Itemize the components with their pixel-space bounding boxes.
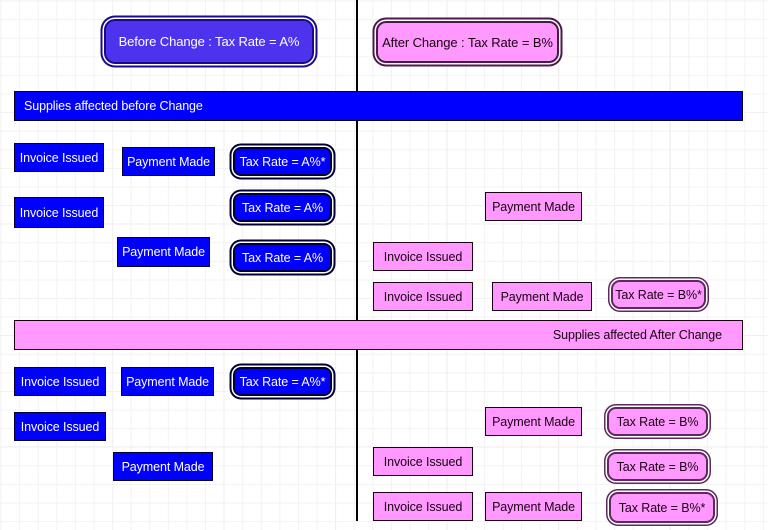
- before-left-row1-invoice-label: Invoice Issued: [19, 150, 99, 165]
- after-left-row1-payment[interactable]: Payment Made: [121, 367, 214, 396]
- before-left-row1-invoice[interactable]: Invoice Issued: [14, 143, 104, 172]
- after-right-row2-invoice-label: Invoice Issued: [383, 454, 463, 469]
- vertical-divider-bottom: [356, 349, 358, 521]
- before-left-row2-tax[interactable]: Tax Rate = A%: [233, 193, 332, 222]
- after-right-row3-tax[interactable]: Tax Rate = B%*: [609, 492, 715, 523]
- before-left-row3-tax-label: Tax Rate = A%: [241, 250, 324, 265]
- after-right-row1-payment-label: Payment Made: [492, 414, 575, 429]
- title-before-change-label: Before Change : Tax Rate = A%: [118, 34, 300, 49]
- before-right-row3-invoice[interactable]: Invoice Issued: [373, 282, 473, 311]
- after-right-row1-tax[interactable]: Tax Rate = B%: [607, 407, 708, 436]
- after-right-row3-tax-label: Tax Rate = B%*: [618, 500, 706, 515]
- after-left-row1-tax-label: Tax Rate = A%*: [239, 374, 326, 389]
- after-right-row2-tax[interactable]: Tax Rate = B%: [607, 452, 708, 481]
- after-right-row2-invoice[interactable]: Invoice Issued: [373, 447, 473, 476]
- before-right-row2-invoice[interactable]: Invoice Issued: [373, 242, 473, 271]
- after-right-row2-tax-label: Tax Rate = B%: [616, 459, 699, 474]
- before-right-row3-tax-label: Tax Rate = B%*: [615, 287, 702, 302]
- after-right-row3-invoice-label: Invoice Issued: [383, 499, 463, 514]
- title-after-change-label: After Change : Tax Rate = B%: [382, 34, 553, 50]
- after-right-row3-payment-label: Payment Made: [492, 499, 575, 514]
- after-left-row2-invoice-label: Invoice Issued: [20, 419, 100, 434]
- before-right-row3-payment[interactable]: Payment Made: [492, 282, 592, 311]
- after-left-row3-payment-label: Payment Made: [121, 459, 205, 474]
- before-right-row1-payment[interactable]: Payment Made: [485, 192, 582, 221]
- title-after-change[interactable]: After Change : Tax Rate = B%: [376, 21, 559, 63]
- banner-before-label: Supplies affected before Change: [24, 99, 203, 113]
- after-left-row3-payment[interactable]: Payment Made: [113, 452, 213, 481]
- before-left-row2-invoice[interactable]: Invoice Issued: [14, 197, 104, 228]
- banner-supplies-before-change[interactable]: Supplies affected before Change: [14, 91, 743, 121]
- after-right-row1-payment[interactable]: Payment Made: [485, 407, 582, 436]
- after-left-row1-payment-label: Payment Made: [126, 374, 209, 389]
- before-left-row1-payment-label: Payment Made: [127, 154, 210, 169]
- title-before-change[interactable]: Before Change : Tax Rate = A%: [104, 19, 314, 64]
- before-left-row1-tax[interactable]: Tax Rate = A%*: [233, 147, 332, 176]
- before-left-row3-payment-label: Payment Made: [122, 245, 205, 259]
- before-left-row1-payment[interactable]: Payment Made: [122, 147, 215, 176]
- banner-after-label: Supplies affected After Change: [552, 328, 722, 342]
- after-left-row1-invoice-label: Invoice Issued: [20, 374, 100, 389]
- after-right-row1-tax-label: Tax Rate = B%: [616, 414, 699, 429]
- before-right-row3-invoice-label: Invoice Issued: [383, 289, 463, 304]
- after-left-row2-invoice[interactable]: Invoice Issued: [14, 412, 106, 441]
- before-right-row3-payment-label: Payment Made: [500, 289, 584, 304]
- vertical-divider-top: [356, 0, 358, 332]
- before-left-row1-tax-label: Tax Rate = A%*: [239, 154, 326, 169]
- after-left-row1-tax[interactable]: Tax Rate = A%*: [233, 367, 332, 396]
- before-left-row3-tax[interactable]: Tax Rate = A%: [233, 243, 332, 272]
- before-left-row2-invoice-label: Invoice Issued: [19, 205, 99, 220]
- before-left-row3-payment[interactable]: Payment Made: [117, 237, 210, 267]
- after-right-row3-invoice[interactable]: Invoice Issued: [373, 492, 473, 521]
- after-right-row3-payment[interactable]: Payment Made: [485, 492, 582, 521]
- before-right-row3-tax[interactable]: Tax Rate = B%*: [611, 280, 706, 309]
- before-right-row1-payment-label: Payment Made: [492, 199, 575, 214]
- before-right-row2-invoice-label: Invoice Issued: [383, 249, 463, 264]
- after-left-row1-invoice[interactable]: Invoice Issued: [14, 367, 106, 396]
- banner-supplies-after-change[interactable]: Supplies affected After Change: [14, 320, 743, 350]
- before-left-row2-tax-label: Tax Rate = A%: [241, 200, 324, 215]
